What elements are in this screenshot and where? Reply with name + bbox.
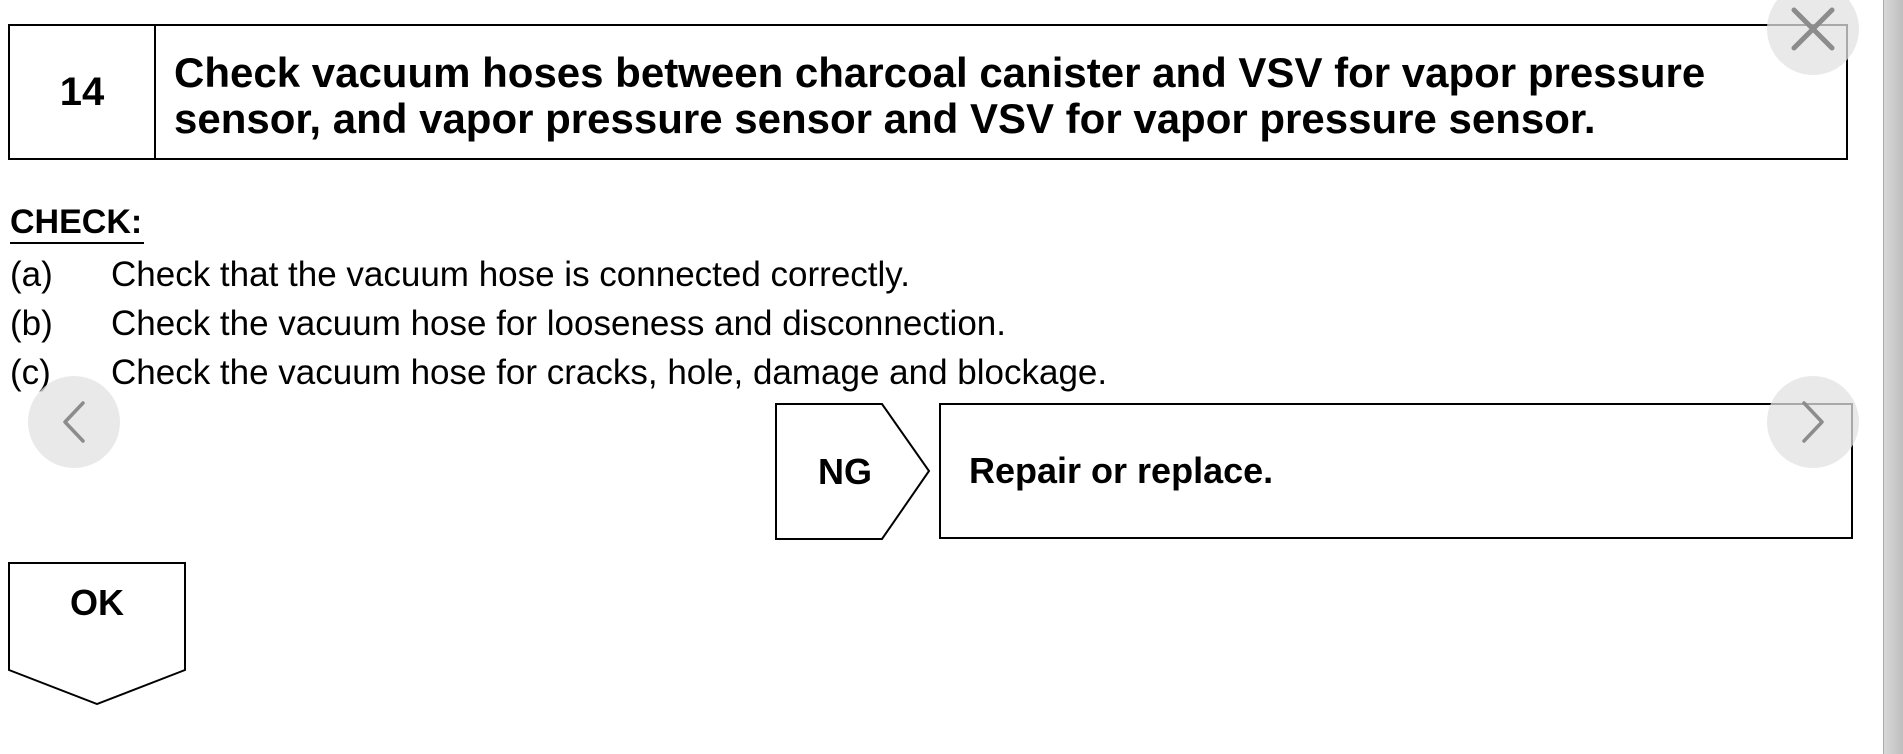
step-title: Check vacuum hoses between charcoal cani… [174, 49, 1706, 142]
check-item: (c) Check the vacuum hose for cracks, ho… [10, 348, 1107, 397]
ng-tag: NG [775, 403, 931, 540]
chevron-right-icon [1802, 401, 1824, 443]
window-edge [1883, 0, 1903, 754]
chevron-left-icon [63, 401, 85, 443]
check-heading: CHECK: [10, 202, 145, 244]
check-item-text: Check that the vacuum hose is connected … [111, 255, 910, 294]
ok-tag: OK [8, 562, 186, 705]
check-list: (a) Check that the vacuum hose is connec… [10, 250, 1107, 397]
previous-image-button[interactable] [28, 376, 120, 468]
ok-label: OK [70, 582, 124, 623]
check-item: (a) Check that the vacuum hose is connec… [10, 250, 1107, 299]
ng-action: Repair or replace. [939, 403, 1853, 539]
ng-label: NG [818, 451, 872, 492]
ok-arrow-shape [8, 562, 186, 705]
check-item-marker: (b) [10, 304, 53, 343]
check-item-text: Check the vacuum hose for cracks, hole, … [111, 353, 1108, 392]
next-image-button[interactable] [1767, 376, 1859, 468]
close-button[interactable] [1767, 0, 1859, 75]
ng-arrow-shape [775, 403, 931, 540]
check-item: (b) Check the vacuum hose for looseness … [10, 299, 1107, 348]
close-icon [1791, 7, 1835, 51]
step-number: 14 [10, 26, 156, 158]
check-item-marker: (a) [10, 255, 53, 294]
step-header: 14 Check vacuum hoses between charcoal c… [8, 24, 1848, 160]
check-item-text: Check the vacuum hose for looseness and … [111, 304, 1006, 343]
